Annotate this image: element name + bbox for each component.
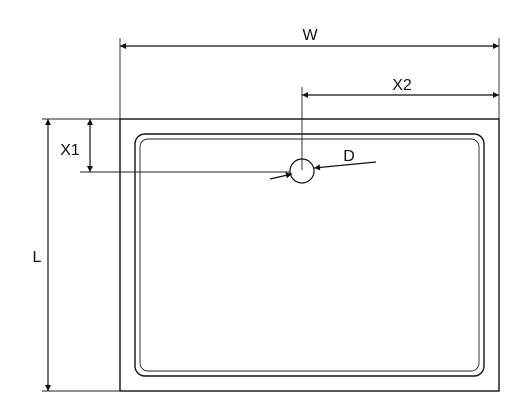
drain-offset-x-dimension: X2: [301, 77, 499, 170]
tray-rim-inner: [139, 138, 480, 372]
drain: D: [269, 148, 377, 184]
drain-offset-y-label: X1: [60, 142, 80, 159]
length-dimension: L: [33, 118, 120, 392]
drain-diameter-arrow-right: [313, 161, 377, 171]
width-label: W: [302, 27, 318, 44]
length-label: L: [33, 249, 42, 266]
drain-offset-x-label: X2: [392, 77, 412, 94]
tray-outline: [119, 118, 500, 392]
tray-rim-outer: [134, 133, 485, 377]
tray-outer-edge: [119, 118, 500, 392]
drain-diameter-label: D: [343, 148, 355, 165]
drain-hole: [289, 158, 315, 184]
drain-diameter-arrow-left: [269, 172, 293, 180]
width-dimension: W: [119, 27, 500, 119]
drain-offset-y-dimension: X1: [60, 118, 290, 173]
